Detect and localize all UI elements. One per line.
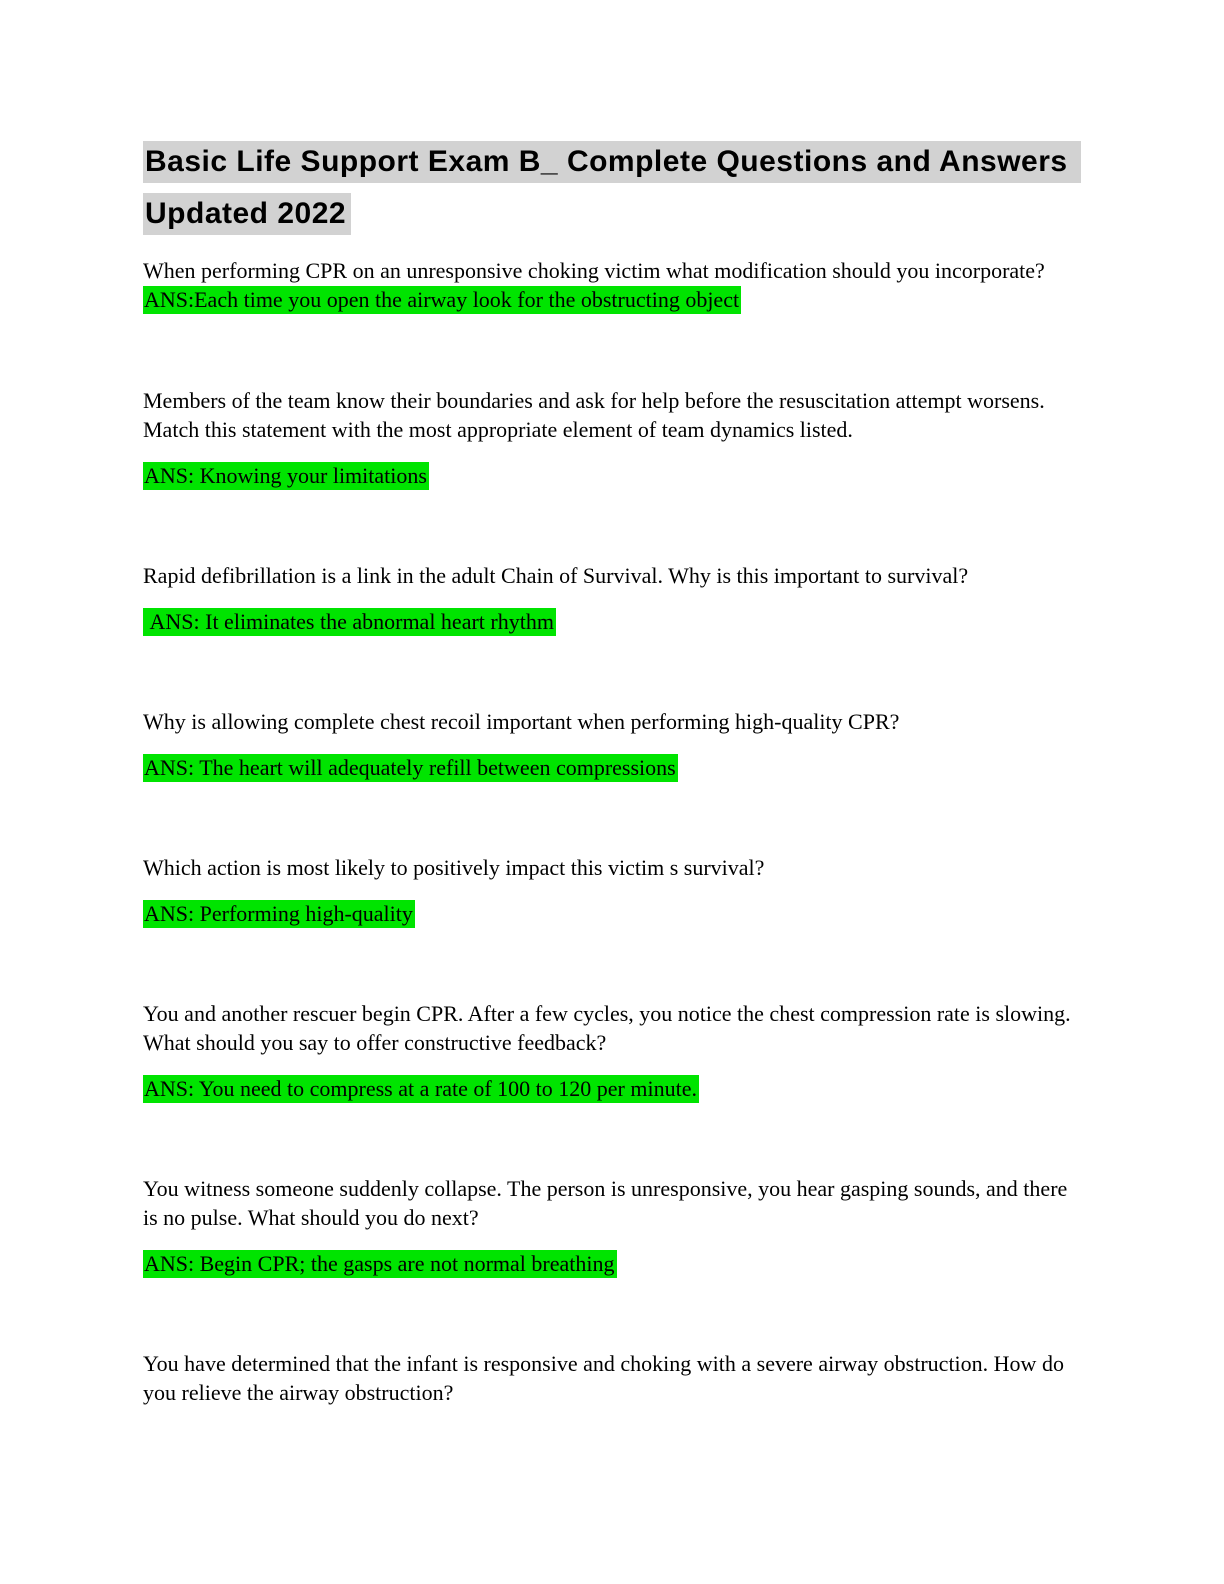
- question-text: Members of the team know their boundarie…: [143, 388, 1051, 442]
- question-text: You have determined that the infant is r…: [143, 1351, 1070, 1405]
- qa-block-5-answer: ANS: Performing high-quality: [143, 899, 1083, 928]
- qa-block-7-question: You witness someone suddenly collapse. T…: [143, 1174, 1083, 1232]
- answer-highlight: ANS: Begin CPR; the gasps are not normal…: [143, 1250, 617, 1278]
- qa-block-5-question: Which action is most likely to positivel…: [143, 853, 1083, 882]
- qa-block-2-question: Members of the team know their boundarie…: [143, 386, 1083, 444]
- answer-highlight: ANS: The heart will adequately refill be…: [143, 754, 678, 782]
- qa-block-6-answer: ANS: You need to compress at a rate of 1…: [143, 1074, 1083, 1103]
- answer-highlight: ANS: You need to compress at a rate of 1…: [143, 1075, 699, 1103]
- qa-block-3-question: Rapid defibrillation is a link in the ad…: [143, 561, 1083, 590]
- question-text: Rapid defibrillation is a link in the ad…: [143, 563, 969, 588]
- question-text: You witness someone suddenly collapse. T…: [143, 1176, 1073, 1230]
- qa-block-1: When performing CPR on an unresponsive c…: [143, 256, 1083, 314]
- answer-highlight: ANS:Each time you open the airway look f…: [143, 286, 742, 314]
- qa-block-4-answer: ANS: The heart will adequately refill be…: [143, 753, 1083, 782]
- answer-highlight: ANS: Performing high-quality: [143, 900, 415, 928]
- question-text: When performing CPR on an unresponsive c…: [143, 258, 1051, 283]
- document-title: Basic Life Support Exam B_ Complete Ques…: [143, 136, 1083, 240]
- qa-block-2-answer: ANS: Knowing your limitations: [143, 461, 1083, 490]
- document-content: Basic Life Support Exam B_ Complete Ques…: [143, 136, 1083, 1407]
- answer-highlight: ANS: It eliminates the abnormal heart rh…: [143, 608, 556, 636]
- qa-block-6-question: You and another rescuer begin CPR. After…: [143, 999, 1083, 1057]
- qa-block-7-answer: ANS: Begin CPR; the gasps are not normal…: [143, 1249, 1083, 1278]
- document-title-highlight: Basic Life Support Exam B_ Complete Ques…: [143, 141, 1082, 235]
- qa-block-4-question: Why is allowing complete chest recoil im…: [143, 707, 1083, 736]
- question-text: Why is allowing complete chest recoil im…: [143, 709, 900, 734]
- question-text: Which action is most likely to positivel…: [143, 855, 765, 880]
- qa-block-3-answer: ANS: It eliminates the abnormal heart rh…: [143, 607, 1083, 636]
- qa-block-8-question: You have determined that the infant is r…: [143, 1349, 1083, 1407]
- question-text: You and another rescuer begin CPR. After…: [143, 1001, 1076, 1055]
- answer-highlight: ANS: Knowing your limitations: [143, 462, 429, 490]
